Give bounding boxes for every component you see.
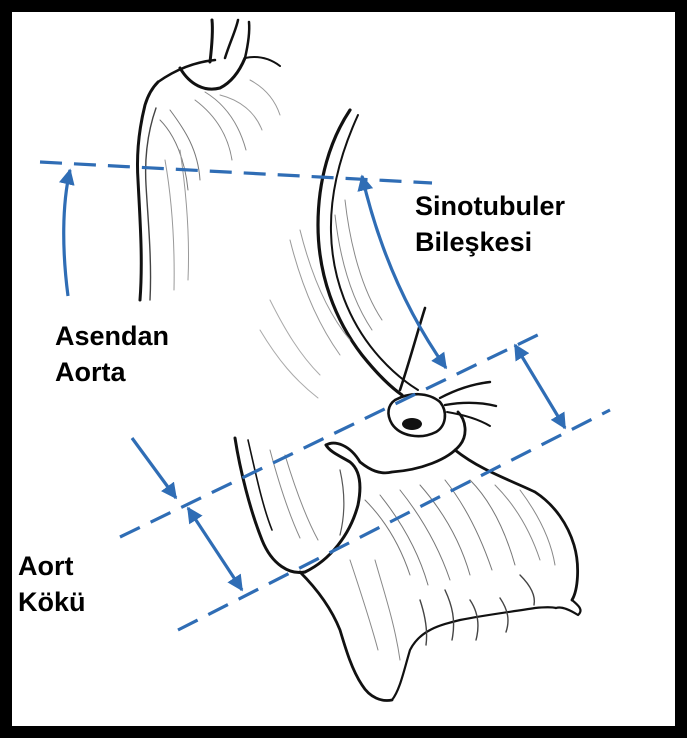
aortic-root-tissue — [300, 450, 580, 700]
sinotubular-label: Sinotubuler Bileşkesi — [415, 188, 565, 260]
aorta-drawing — [137, 20, 580, 700]
aortic-root-label: Aort Kökü — [18, 548, 86, 620]
ascending-aorta-label: Asendan Aorta — [55, 318, 169, 390]
aortic-sinuses — [235, 412, 465, 573]
upper-root-line — [120, 330, 548, 537]
aortic-root-label-line2: Kökü — [18, 584, 86, 620]
sinotubular-label-line1: Sinotubuler — [415, 188, 565, 224]
sinotubular-junction-line — [40, 162, 432, 183]
sinotubular-label-line2: Bileşkesi — [415, 224, 565, 260]
annulus-line — [178, 410, 610, 630]
aortic-root-arrow — [188, 508, 242, 590]
ascending-aorta-label-line2: Aorta — [55, 354, 169, 390]
ascending-aorta-label-line1: Asendan — [55, 318, 169, 354]
ascending-aorta-vessel — [137, 20, 280, 300]
root-diameter-arrow-in — [132, 438, 176, 498]
ascending-aorta-arrow — [64, 170, 70, 296]
root-height-arrow — [515, 345, 565, 428]
aortic-wall — [260, 110, 418, 398]
aortic-root-label-line1: Aort — [18, 548, 86, 584]
coronary-ostium — [388, 308, 496, 436]
